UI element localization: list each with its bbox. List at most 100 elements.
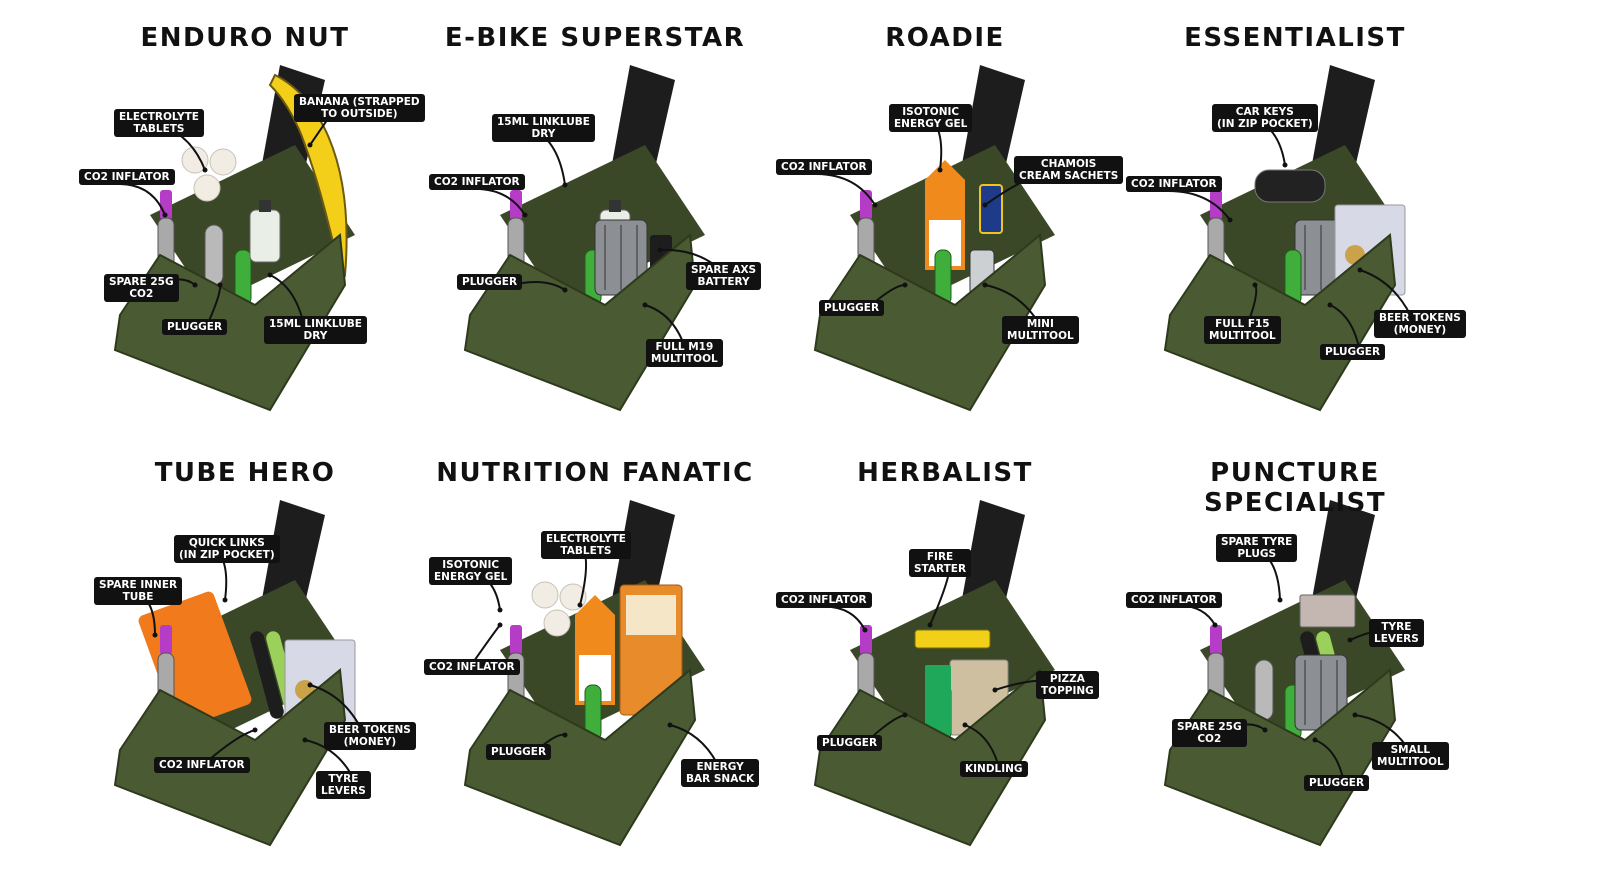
kit-title: HERBALIST (857, 458, 1033, 488)
electrolyte-tablets (531, 581, 587, 637)
callout-arrow (1166, 189, 1231, 221)
pouch-front (463, 233, 697, 412)
kit-illustration (463, 500, 723, 847)
callout-label: CO2 INFLATOR (425, 660, 519, 674)
arrowhead-icon (267, 272, 273, 278)
co2-cartridge (1254, 659, 1274, 721)
kit-illustration (463, 65, 728, 412)
papers (925, 665, 951, 735)
callout-label: PLUGGER (458, 275, 522, 289)
kit-illustration (1163, 500, 1414, 847)
arrowhead-icon (202, 167, 208, 173)
callout-label: SPARE INNER TUBE (95, 578, 182, 604)
callout-label: 15ML LINKLUBE DRY (265, 317, 366, 343)
callout-label: CO2 INFLATOR (430, 175, 524, 189)
arrowhead-icon (982, 282, 988, 288)
lube-bottle (249, 200, 281, 263)
arrowhead-icon (1357, 267, 1363, 273)
callout-label: ISOTONIC ENERGY GEL (890, 105, 972, 131)
callout-label: ELECTROLYTE TABLETS (115, 110, 203, 136)
callout-label: SPARE TYRE PLUGS (1217, 535, 1297, 561)
energy-bar (619, 584, 683, 716)
callout-label: CO2 INFLATOR (1127, 593, 1221, 607)
kit-card: PUNCTURE SPECIALIST SPARE TYRE PLUGS CO2 I… (1115, 440, 1475, 870)
kit-title: TUBE HERO (154, 458, 336, 488)
kit-title: ROADIE (885, 23, 1005, 53)
callout-label: PLUGGER (487, 745, 551, 759)
arrowhead-icon (902, 712, 908, 718)
arrowhead-icon (1277, 597, 1283, 603)
kit-card: ROADIE ISOTONIC ENERGY GEL CO2 INFLATOR CHA… (765, 5, 1125, 435)
arrowhead-icon (577, 602, 583, 608)
callout-label: ENERGY BAR SNACK (682, 760, 759, 786)
arrowhead-icon (862, 627, 868, 633)
arrowhead-icon (1262, 727, 1268, 733)
callout-label: BEER TOKENS (MONEY) (325, 723, 415, 749)
arrowhead-icon (522, 212, 528, 218)
tyre-plugs (1299, 594, 1356, 628)
arrowhead-icon (902, 282, 908, 288)
callout-arrow (119, 183, 166, 216)
arrowhead-icon (222, 597, 228, 603)
callout-label: CAR KEYS (IN ZIP POCKET) (1213, 105, 1317, 131)
arrowhead-icon (1282, 162, 1288, 168)
pouch-front (1163, 668, 1397, 847)
callout-label: TYRE LEVERS (317, 772, 370, 798)
callout-label: PLUGGER (1305, 776, 1369, 790)
kit-title: NUTRITION FANATIC (436, 458, 754, 488)
callout-label: TYRE LEVERS (1370, 620, 1423, 646)
callout-label: KINDLING (961, 762, 1027, 776)
callout-label: PLUGGER (818, 736, 882, 750)
arrowhead-icon (252, 727, 258, 733)
kit-illustration (1163, 65, 1416, 412)
arrowhead-icon (562, 732, 568, 738)
callout-label: CO2 INFLATOR (777, 160, 871, 174)
kit-illustration (813, 500, 1078, 847)
callout-label: PIZZA TOPPING (1037, 672, 1098, 698)
callout-label: CHAMOIS CREAM SACHETS (1015, 157, 1123, 183)
pouch-front (1163, 233, 1397, 412)
arrowhead-icon (992, 687, 998, 693)
arrowhead-icon (927, 622, 933, 628)
callout-label: CO2 INFLATOR (777, 593, 871, 607)
callout-label: CO2 INFLATOR (1127, 177, 1221, 191)
callout-label: PLUGGER (820, 301, 884, 315)
chamois-sachet (979, 184, 1003, 234)
arrowhead-icon (217, 282, 223, 288)
callout-arrow (816, 605, 866, 631)
electrolyte-tablets (181, 146, 237, 202)
energy-gel (575, 595, 615, 705)
kit-title: ESSENTIALIST (1184, 23, 1406, 53)
co2-cartridge (204, 224, 224, 286)
arrowhead-icon (872, 202, 878, 208)
callout-label: PLUGGER (1321, 345, 1385, 359)
kit-illustration (113, 500, 366, 847)
arrowhead-icon (1212, 622, 1218, 628)
callout-label: MINI MULTITOOL (1003, 317, 1078, 343)
pouch-front (813, 233, 1047, 412)
arrowhead-icon (497, 622, 503, 628)
callout-label: ELECTROLYTE TABLETS (542, 532, 630, 558)
multitool (1294, 654, 1348, 731)
pouch-front (113, 668, 347, 847)
callout-label: BEER TOKENS (MONEY) (1375, 311, 1465, 337)
callout-label: SMALL MULTITOOL (1373, 743, 1448, 769)
kit-title: PUNCTURE SPECIALIST (1203, 458, 1387, 518)
arrowhead-icon (562, 287, 568, 293)
arrowhead-icon (657, 247, 663, 253)
kit-title: E-BIKE SUPERSTAR (444, 23, 746, 53)
kit-illustration (113, 65, 355, 412)
callout-label: CO2 INFLATOR (80, 170, 174, 184)
callout-label: BANANA (STRAPPED TO OUTSIDE) (295, 95, 424, 121)
arrowhead-icon (667, 722, 673, 728)
lighter (914, 629, 991, 649)
arrowhead-icon (937, 167, 943, 173)
arrowhead-icon (192, 282, 198, 288)
callout-arrow (816, 173, 876, 206)
callout-label: SPARE AXS BATTERY (687, 263, 761, 289)
